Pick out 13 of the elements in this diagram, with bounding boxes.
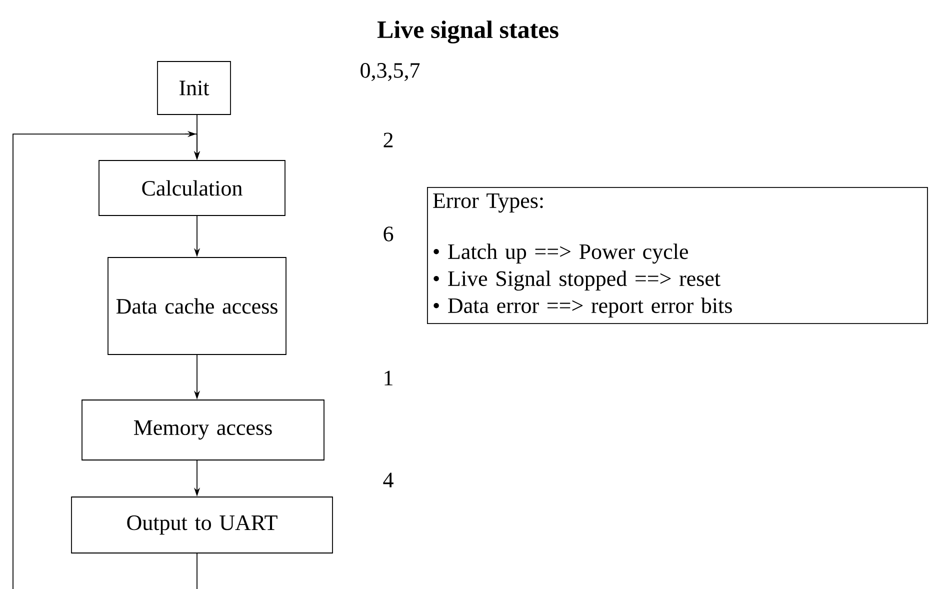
process-box: Data cache access: [108, 257, 286, 355]
state-number: 2: [384, 132, 393, 148]
process-box: Output to UART: [71, 496, 333, 554]
process-box: Init: [157, 61, 231, 115]
title: Live signal states: [377, 20, 558, 44]
process-box: Calculation: [98, 160, 286, 216]
process-box: Memory access: [82, 400, 324, 460]
state-number: 1: [384, 370, 392, 386]
state-number: 6: [384, 226, 394, 242]
info-box: Error Types: • Latch up ==> Power cycle • Live Signal stopped ==> reset • Data error ==> report error bits: [427, 187, 928, 324]
state-number: 4: [383, 472, 394, 488]
state-number: 0,3,5,7: [360, 63, 420, 82]
loop-arrow: [12, 131, 200, 589]
